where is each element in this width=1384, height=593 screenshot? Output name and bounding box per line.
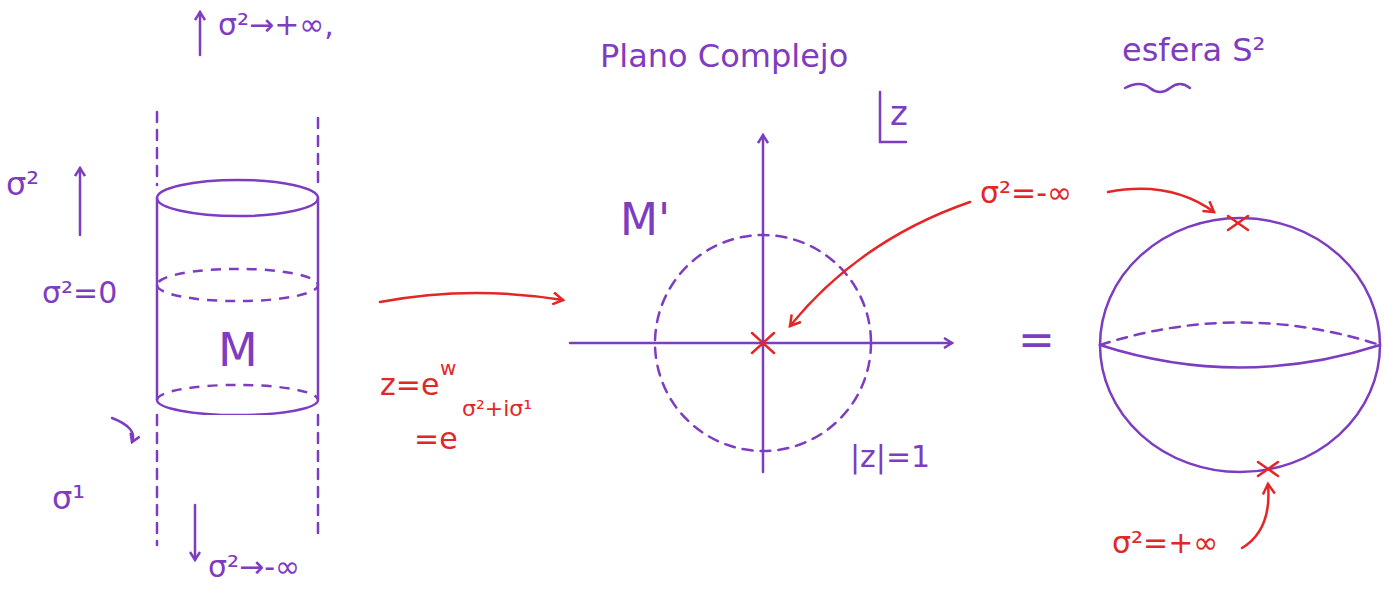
point-label: σ²=-∞ [980,178,1072,208]
manifold-label: M [218,327,258,373]
axis-label: σ²=0 [42,278,117,308]
title-label: Plano Complejo [600,40,848,72]
map-formula: =e [414,424,458,454]
cylinder-shape: M [150,175,326,415]
axis-label: σ¹ [52,482,85,514]
equals-sign: = [1018,318,1055,362]
map-formula: w [440,358,456,378]
map-formula: z=e [380,370,439,400]
axis-label: σ² [6,168,39,200]
title-label: esfera S² [1122,34,1265,66]
variable-label: z [890,96,908,130]
map-formula: σ²+iσ¹ [462,398,532,420]
manifold-label: M' [620,198,670,242]
point-label: σ²=+∞ [1112,528,1218,558]
axis-label: σ²→+∞, [218,10,334,40]
circle-label: |z|=1 [850,442,930,472]
cylinder-outline [150,175,326,415]
axis-label: σ²→-∞ [208,552,300,582]
